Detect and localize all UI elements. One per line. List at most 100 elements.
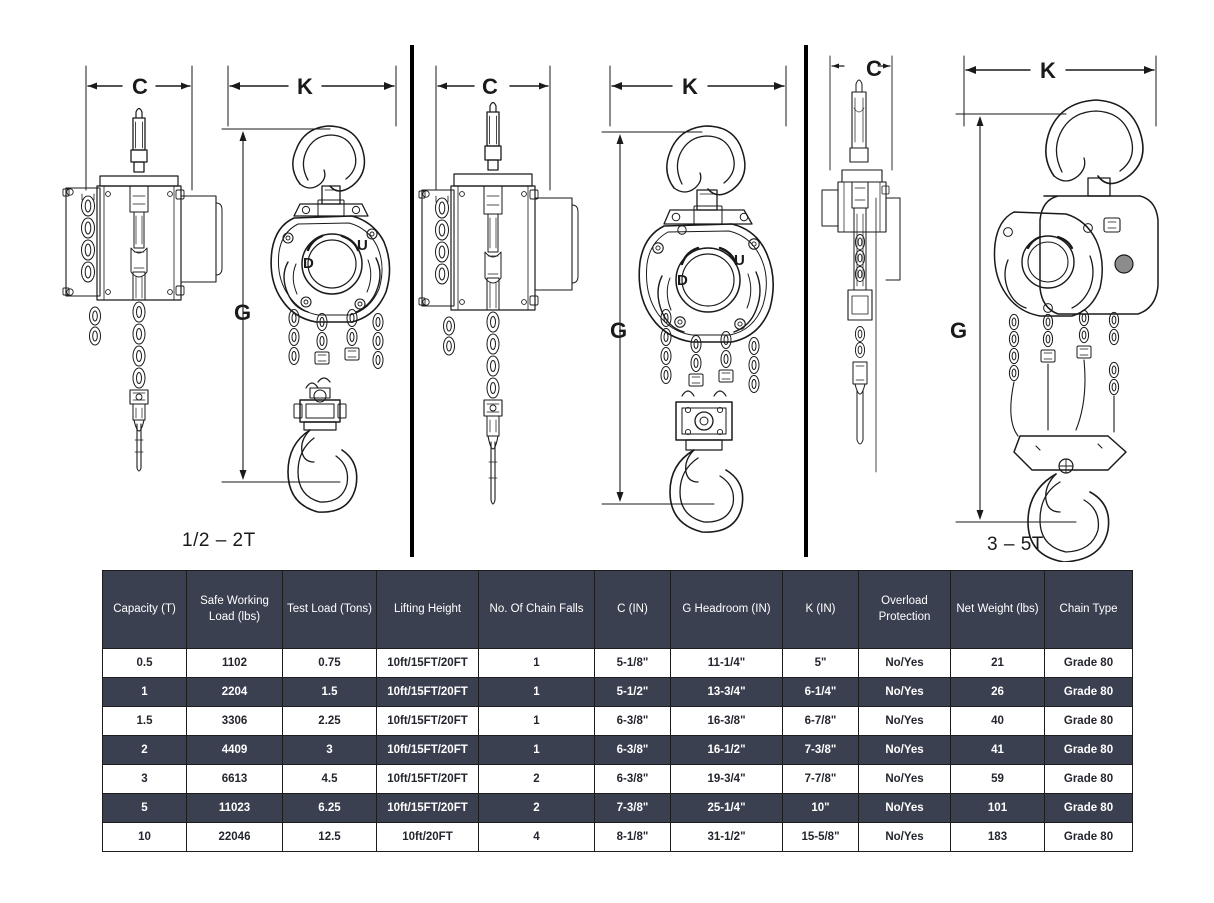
wheel-down-label: D bbox=[303, 255, 314, 272]
cell-c: 6-3/8" bbox=[594, 735, 671, 765]
cell-g-headroom: 31-1/2" bbox=[670, 822, 783, 852]
cell-k: 5" bbox=[782, 648, 859, 678]
cell-lifting-height: 10ft/20FT bbox=[376, 822, 479, 852]
dimension-label-c: C bbox=[132, 74, 148, 99]
diagram-panel-small: D U bbox=[0, 0, 410, 562]
load-chain-center bbox=[132, 301, 146, 389]
dimension-k-large bbox=[963, 55, 1157, 127]
cell-overload: No/Yes bbox=[858, 735, 951, 765]
dimension-label-c: C bbox=[866, 56, 882, 81]
cell-k: 6-7/8" bbox=[782, 706, 859, 736]
column-header-safe-working-load: Safe Working Load (lbs) bbox=[186, 570, 283, 649]
dimension-label-c: C bbox=[482, 74, 498, 99]
hoist-front-view-large bbox=[993, 99, 1159, 317]
cell-overload: No/Yes bbox=[858, 793, 951, 823]
column-header-g-headroom: G Headroom (IN) bbox=[670, 570, 783, 649]
cell-lifting-height: 10ft/15FT/20FT bbox=[376, 764, 479, 794]
dimension-k-medium bbox=[609, 65, 787, 127]
cell-test-load: 6.25 bbox=[282, 793, 377, 823]
dimension-label-g: G bbox=[234, 300, 251, 325]
hoist-front-view-medium bbox=[638, 125, 774, 343]
table-body: 0.5 1102 0.75 10ft/15FT/20FT 1 5-1/8" 11… bbox=[102, 648, 1133, 852]
cell-capacity: 5 bbox=[102, 793, 187, 823]
dimension-label-k: K bbox=[297, 74, 313, 99]
cell-lifting-height: 10ft/15FT/20FT bbox=[376, 793, 479, 823]
dimension-label-g: G bbox=[950, 318, 967, 343]
hand-chains-front-medium bbox=[660, 309, 760, 393]
cell-net-weight: 41 bbox=[950, 735, 1045, 765]
lower-block-large bbox=[1013, 435, 1127, 562]
panel-divider-1 bbox=[410, 45, 414, 557]
cell-g-headroom: 16-3/8" bbox=[670, 706, 783, 736]
cell-test-load: 0.75 bbox=[282, 648, 377, 678]
hand-chains-front-small bbox=[288, 309, 384, 369]
hand-chain-left bbox=[81, 193, 95, 283]
dimension-k-small bbox=[227, 65, 397, 127]
cell-chain-type: Grade 80 bbox=[1044, 648, 1133, 678]
cell-net-weight: 40 bbox=[950, 706, 1045, 736]
hoist-front-view-small bbox=[270, 125, 391, 323]
cell-k: 10" bbox=[782, 793, 859, 823]
load-hook-front-medium bbox=[669, 390, 744, 533]
table-row: 1 2204 1.5 10ft/15FT/20FT 1 5-1/2" 13-3/… bbox=[102, 677, 1133, 707]
dimension-g-small bbox=[221, 128, 341, 483]
cell-capacity: 10 bbox=[102, 822, 187, 852]
table-row: 3 6613 4.5 10ft/15FT/20FT 2 6-3/8" 19-3/… bbox=[102, 764, 1133, 794]
dimension-c-medium bbox=[435, 65, 551, 191]
cell-swl: 2204 bbox=[186, 677, 283, 707]
cell-net-weight: 59 bbox=[950, 764, 1045, 794]
cell-net-weight: 26 bbox=[950, 677, 1045, 707]
hoist-drawing-medium: D U bbox=[418, 65, 787, 533]
load-hook-front-small bbox=[287, 377, 358, 513]
cell-overload: No/Yes bbox=[858, 822, 951, 852]
cell-k: 7-7/8" bbox=[782, 764, 859, 794]
cell-chain-falls: 1 bbox=[478, 648, 595, 678]
table-header: Capacity (T) Safe Working Load (lbs) Tes… bbox=[102, 570, 1133, 649]
specification-table-container: Capacity (T) Safe Working Load (lbs) Tes… bbox=[102, 570, 1133, 852]
cell-chain-type: Grade 80 bbox=[1044, 764, 1133, 794]
table-row: 5 11023 6.25 10ft/15FT/20FT 2 7-3/8" 25-… bbox=[102, 793, 1133, 823]
cell-capacity: 3 bbox=[102, 764, 187, 794]
cell-lifting-height: 10ft/15FT/20FT bbox=[376, 677, 479, 707]
diagram-area: D U bbox=[0, 0, 1214, 562]
table-header-row: Capacity (T) Safe Working Load (lbs) Tes… bbox=[102, 570, 1133, 649]
cell-c: 6-3/8" bbox=[594, 706, 671, 736]
diagram-panel-large: C K G bbox=[808, 0, 1214, 562]
dimension-c-large bbox=[829, 55, 893, 171]
cell-swl: 3306 bbox=[186, 706, 283, 736]
wheel-up-label: U bbox=[357, 237, 368, 254]
cell-chain-falls: 1 bbox=[478, 706, 595, 736]
cell-swl: 1102 bbox=[186, 648, 283, 678]
hoist-drawing-small: D U bbox=[62, 65, 397, 513]
cell-swl: 11023 bbox=[186, 793, 283, 823]
cell-capacity: 1.5 bbox=[102, 706, 187, 736]
column-header-lifting-height: Lifting Height bbox=[376, 570, 479, 649]
cell-c: 7-3/8" bbox=[594, 793, 671, 823]
cell-overload: No/Yes bbox=[858, 706, 951, 736]
wheel-down-label: D bbox=[677, 272, 688, 289]
table-row: 0.5 1102 0.75 10ft/15FT/20FT 1 5-1/8" 11… bbox=[102, 648, 1133, 678]
hoist-side-view-small bbox=[62, 107, 223, 472]
cell-test-load: 4.5 bbox=[282, 764, 377, 794]
cell-chain-falls: 1 bbox=[478, 677, 595, 707]
chain-falls-large bbox=[1008, 309, 1120, 396]
cell-test-load: 12.5 bbox=[282, 822, 377, 852]
table-row: 10 22046 12.5 10ft/20FT 4 8-1/8" 31-1/2"… bbox=[102, 822, 1133, 852]
cell-overload: No/Yes bbox=[858, 677, 951, 707]
specification-table: Capacity (T) Safe Working Load (lbs) Tes… bbox=[102, 570, 1133, 852]
cell-k: 7-3/8" bbox=[782, 735, 859, 765]
column-header-capacity: Capacity (T) bbox=[102, 570, 187, 649]
table-row: 2 4409 3 10ft/15FT/20FT 1 6-3/8" 16-1/2"… bbox=[102, 735, 1133, 765]
cell-overload: No/Yes bbox=[858, 648, 951, 678]
dimension-g-large bbox=[955, 113, 1077, 523]
column-header-net-weight: Net Weight (lbs) bbox=[950, 570, 1045, 649]
wheel-up-label: U bbox=[734, 252, 745, 269]
cell-capacity: 0.5 bbox=[102, 648, 187, 678]
cell-chain-type: Grade 80 bbox=[1044, 793, 1133, 823]
dimension-label-k: K bbox=[1040, 58, 1056, 83]
column-header-chain-falls: No. Of Chain Falls bbox=[478, 570, 595, 649]
panel-caption-small: 1/2 – 2T bbox=[182, 530, 256, 551]
column-header-chain-type: Chain Type bbox=[1044, 570, 1133, 649]
cell-lifting-height: 10ft/15FT/20FT bbox=[376, 706, 479, 736]
